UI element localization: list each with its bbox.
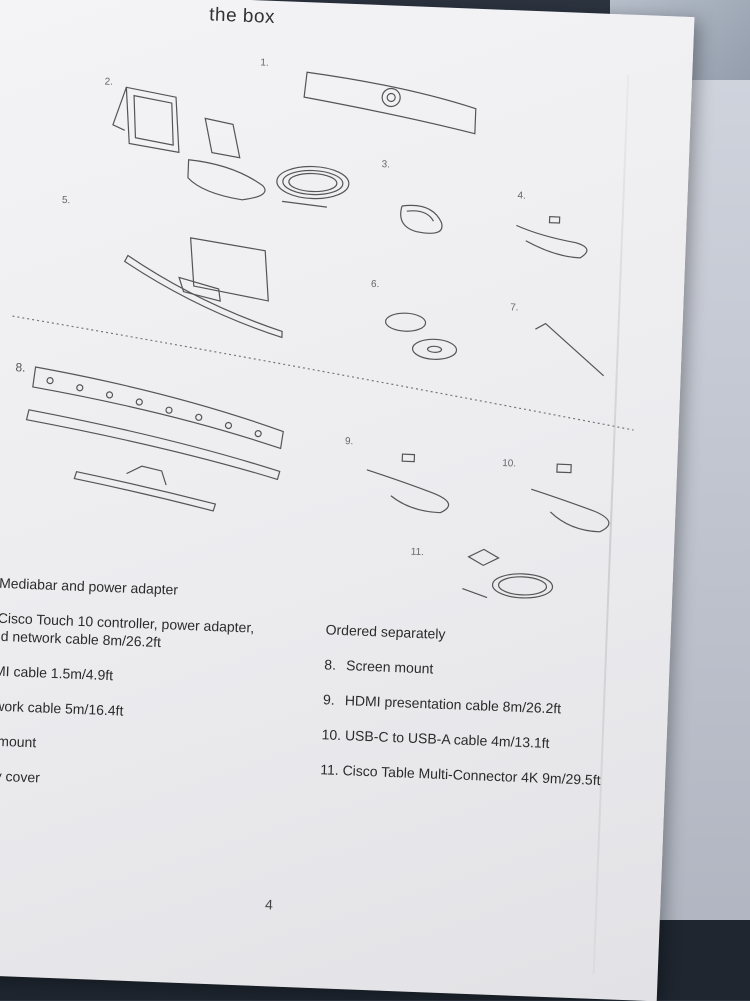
list-item: Vall mount — [0, 732, 37, 751]
ordered-separately-heading: Ordered separately — [325, 621, 446, 642]
list-item: key — [0, 801, 309, 832]
list-item: 8. Screen mount — [324, 656, 434, 677]
wall-mount-drawing — [123, 237, 283, 339]
page-number: 4 — [264, 896, 274, 913]
figure-label-6: 6. — [371, 279, 380, 290]
box-contents-illustration: 1. 2. 3. 4. 5. 6. 7. 8. 9. 10. 11. — [12, 57, 634, 599]
figure-label-3: 3. — [381, 159, 390, 170]
touch-controller-drawing — [112, 86, 266, 201]
list-item: 9. HDMI presentation cable 8m/26.2ft — [322, 691, 562, 717]
manual-page: the box — [0, 0, 695, 1001]
privacy-cover-drawing — [384, 312, 458, 360]
mediabar-drawing — [303, 71, 477, 135]
hdmi-cable-drawing — [400, 204, 443, 234]
network-cable-drawing — [516, 216, 588, 259]
multi-connector-drawing — [462, 548, 554, 599]
coil-cable-drawing — [276, 165, 350, 208]
list-item: 11. Cisco Table Multi-Connector 4K 9m/29… — [320, 761, 601, 789]
figure-label-8: 8. — [15, 360, 26, 374]
figure-label-9: 9. — [345, 436, 354, 447]
figure-label-10: 10. — [502, 458, 516, 470]
hdmi-presentation-cable-drawing — [366, 453, 450, 514]
contents-list-right: Ordered separately 8. Screen mount 9. HD… — [319, 620, 665, 808]
figure-label-7: 7. — [510, 302, 519, 313]
usbc-cable-drawing — [531, 463, 610, 533]
figure-label-4: 4. — [517, 190, 526, 201]
figure-label-11: 11. — [411, 547, 425, 558]
list-item: 10. USB-C to USB-A cable 4m/13.1ft — [321, 726, 550, 752]
figure-label-5: 5. — [62, 195, 71, 206]
list-item: Network cable 5m/16.4ft — [0, 696, 124, 719]
screen-mount-drawing — [25, 366, 284, 512]
list-item: HDMI cable 1.5m/4.9ft — [0, 661, 114, 684]
figure-label-1: 1. — [260, 57, 269, 68]
list-item: ivacy cover — [0, 766, 41, 786]
hex-key-drawing — [535, 322, 605, 377]
contents-list-left: 1. Mediabar and power adapter 2. Cisco T… — [0, 573, 317, 849]
figure-label-2: 2. — [104, 76, 113, 87]
